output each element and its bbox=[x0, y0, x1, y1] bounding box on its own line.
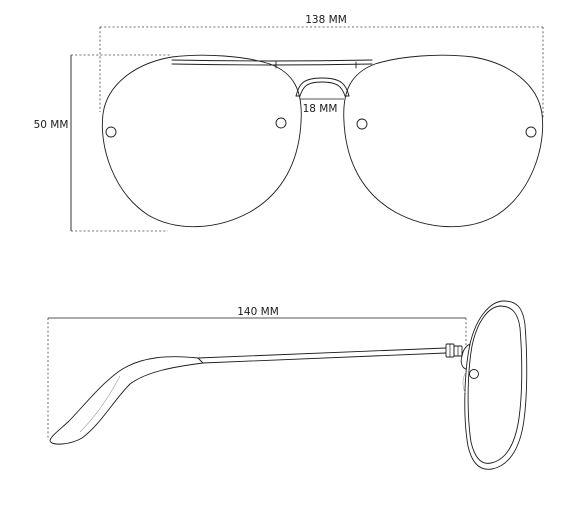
side-lens-rivet bbox=[469, 369, 479, 379]
left-bridge-rivet bbox=[275, 117, 287, 129]
temple-arm bbox=[49, 347, 447, 445]
right-bridge-rivet bbox=[356, 118, 368, 130]
left-hinge-rivet bbox=[105, 126, 117, 138]
left-lens bbox=[101, 54, 302, 228]
bridge-label: 18 MM bbox=[303, 103, 338, 115]
total-width-dimension: 138 MM bbox=[99, 14, 544, 118]
front-view: 138 MM 50 MM 18 MM bbox=[34, 14, 544, 232]
total-width-label: 138 MM bbox=[305, 14, 347, 26]
side-hinge bbox=[445, 343, 463, 358]
nose-bridge: 18 MM bbox=[295, 77, 350, 115]
temple-length-dimension: 140 MM bbox=[47, 306, 467, 440]
lens-height-dimension: 50 MM bbox=[34, 54, 172, 232]
lens-height-label: 50 MM bbox=[34, 119, 69, 131]
right-lens bbox=[343, 54, 544, 228]
top-bar bbox=[171, 59, 373, 69]
side-view: 140 MM bbox=[47, 300, 528, 470]
right-hinge-rivet bbox=[525, 126, 537, 138]
side-lens bbox=[460, 300, 528, 470]
temple-length-label: 140 MM bbox=[237, 306, 279, 318]
